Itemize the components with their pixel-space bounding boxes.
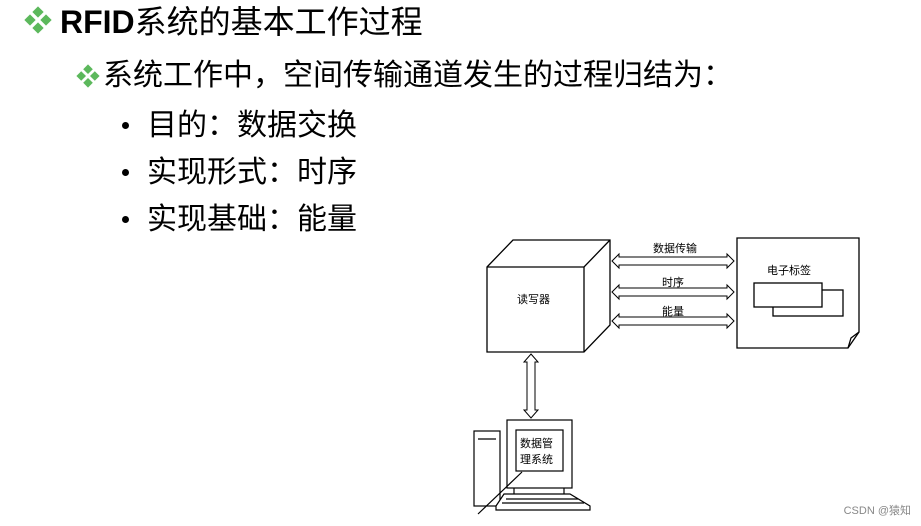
computer-label-2: 理系统 bbox=[520, 453, 553, 466]
double-arrow-icons bbox=[522, 252, 735, 419]
bullet-text: 目的：数据交换 bbox=[147, 108, 357, 143]
watermark: CSDN @猿知 bbox=[843, 505, 911, 517]
title-zh: 系统的基本工作过程 bbox=[134, 3, 423, 41]
bullet-text: 实现形式：时序 bbox=[147, 155, 357, 190]
computer-icon bbox=[473, 419, 591, 515]
arrow-label-timing: 时序 bbox=[662, 276, 684, 289]
title-en: RFID bbox=[60, 4, 135, 40]
bullet-item: 实现基础：能量 bbox=[122, 200, 357, 240]
bullet-dot-icon bbox=[122, 121, 129, 129]
slide-subtitle: 系统工作中，空间传输通道发生的过程归结为： bbox=[103, 58, 733, 93]
bullet-item: 实现形式：时序 bbox=[122, 153, 357, 193]
reader-label: 读写器 bbox=[517, 293, 550, 306]
arrow-label-energy: 能量 bbox=[662, 305, 684, 318]
arrow-label-data: 数据传输 bbox=[653, 242, 697, 255]
bullet-dot-icon bbox=[122, 215, 129, 223]
tag-label: 电子标签 bbox=[767, 264, 811, 277]
computer-label-1: 数据管 bbox=[520, 437, 553, 450]
bullet-item: 目的：数据交换 bbox=[122, 106, 357, 146]
slide-title: RFID系统的基本工作过程 bbox=[60, 2, 423, 42]
reader-box-icon bbox=[486, 239, 611, 353]
bullet-dot-icon bbox=[122, 168, 129, 176]
bullet-text: 实现基础：能量 bbox=[147, 202, 357, 237]
